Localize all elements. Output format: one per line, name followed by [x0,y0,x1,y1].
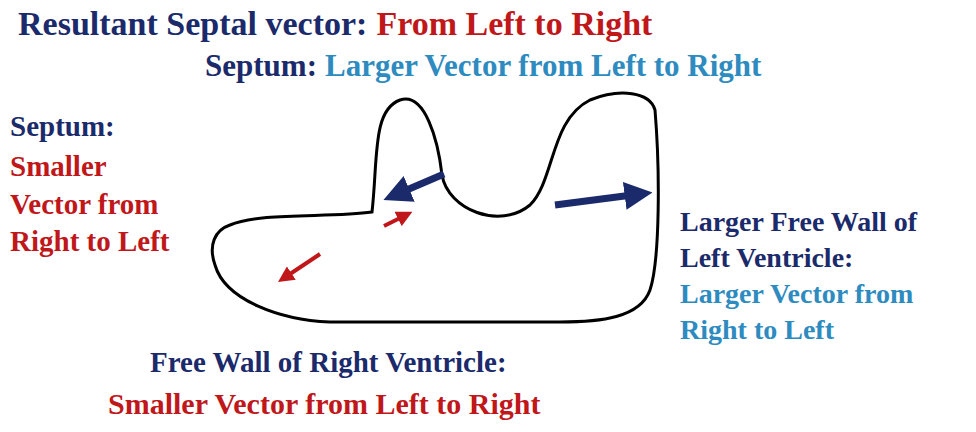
septal-vector-arrow [395,174,444,195]
vector-note: Larger Vector from Right to Left [680,276,968,349]
vector-note: Larger Vector from Left to Right [325,46,761,86]
part-name: Septum: [10,108,115,146]
vector-note: Smaller Vector from Left to Right [108,384,540,423]
rv-wall-vector-arrow [284,254,320,278]
septal-small-arrow [384,215,406,226]
part-name: Septum: [205,46,317,86]
heading-text: Resultant Septal vector: [18,2,367,46]
heading-value: From Left to Right [376,2,652,46]
heart-outline [212,93,658,322]
lv-wall-vector-arrow [555,194,640,205]
vector-note: Smaller Vector from Right to Left [10,148,185,261]
part-name: Larger Free Wall of Left Ventricle: [680,204,968,277]
part-name: Free Wall of Right Ventricle: [150,344,507,382]
